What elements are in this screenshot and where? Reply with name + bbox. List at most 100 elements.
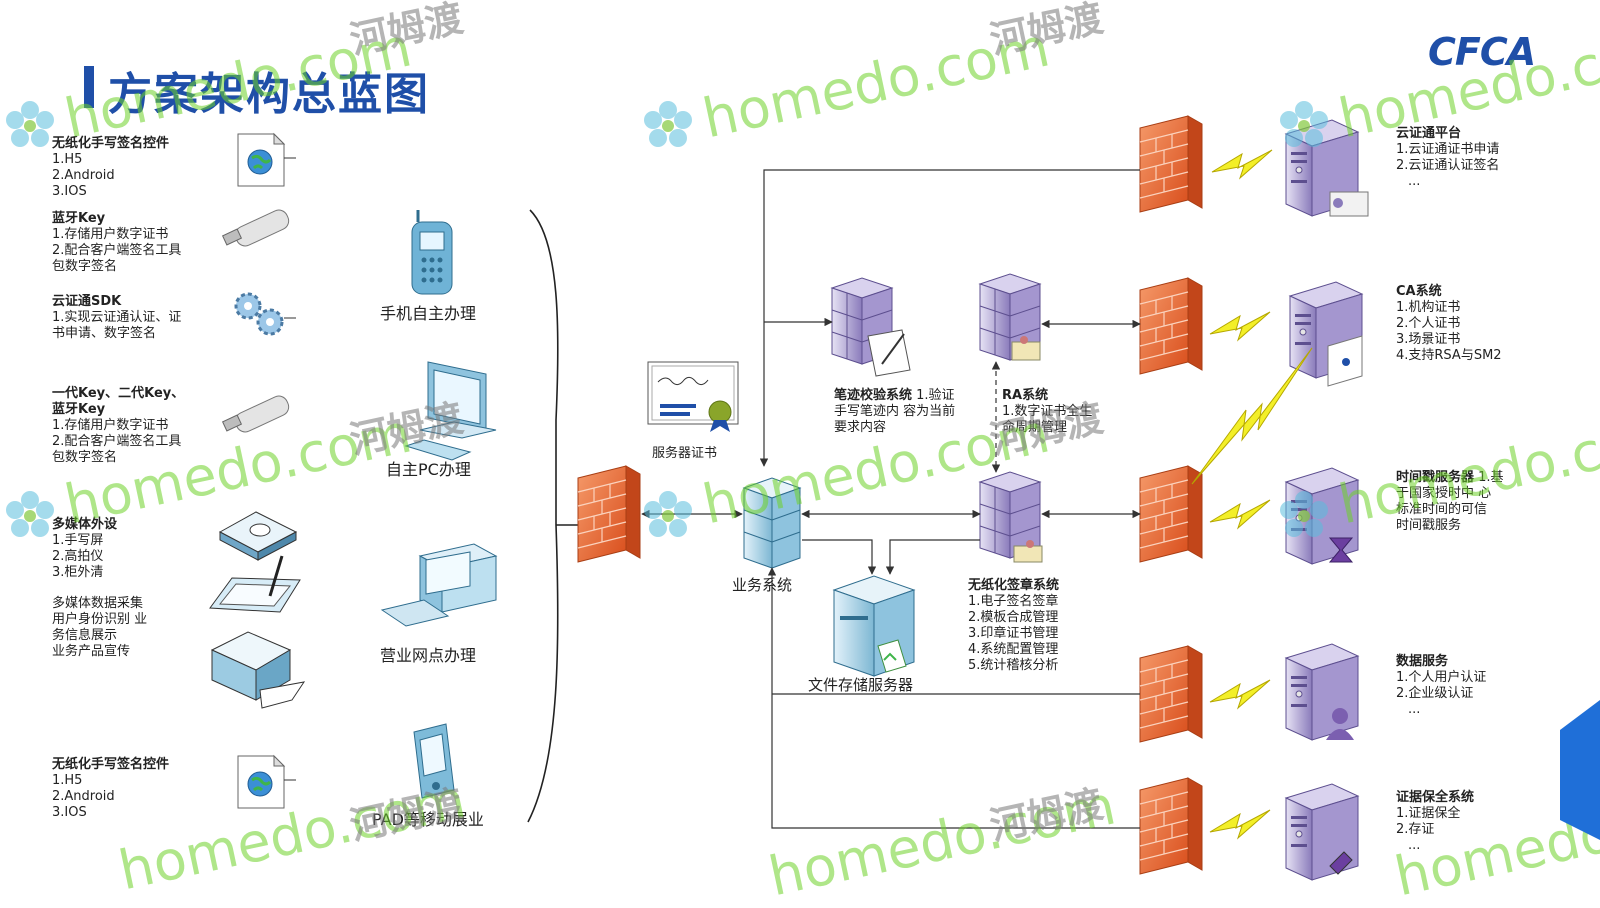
left-item-cloud-sdk: 云证通SDK 1.实现云证通认证、证 书申请、数字签名: [52, 294, 181, 342]
title-accent-bar: [84, 66, 94, 108]
left-item-line: 2.高拍仪: [52, 549, 104, 564]
evidence-preservation-server-icon: [1285, 783, 1359, 881]
left-item-ukey: 一代Key、二代Key、 蓝牙Key 1.存储用户数字证书 2.配合客户端签名工…: [52, 386, 184, 466]
right-item-cloud-platform: 云证通平台 1.云证通证书申请 2.云证通认证签名 ...: [1396, 126, 1499, 190]
certificate-icon: [647, 361, 739, 432]
paperless-signature-line: 5.统计稽核分析: [968, 658, 1059, 673]
left-item-heading: 一代Key、二代Key、: [52, 386, 185, 401]
tablet-pen-icon: [209, 555, 301, 613]
left-item-heading: 云证通SDK: [52, 294, 122, 309]
channel-mobile: 手机自主办理: [380, 304, 477, 323]
right-item-line: 4.支持RSA与SM2: [1396, 348, 1502, 363]
left-item-line: 1.实现云证通认证、证: [52, 310, 182, 325]
channel-branch: 营业网点办理: [380, 646, 477, 665]
channel-pad: PAD等移动展业: [372, 810, 484, 829]
left-item-line: 1.H5: [52, 773, 83, 788]
right-item-line: 于国家授时中 心: [1396, 486, 1492, 501]
paperless-signature-line: 2.模板合成管理: [968, 610, 1059, 625]
paperless-signature-line: 1.电子签名签章: [968, 594, 1059, 609]
left-item-line: 2.配合客户端签名工具: [52, 434, 182, 449]
left-item-line: 2.配合客户端签名工具: [52, 243, 182, 258]
document-globe-icon: [236, 132, 286, 188]
right-item-line: 1.个人用户认证: [1396, 670, 1487, 685]
pda-icon: [413, 723, 455, 799]
left-item-line: 1.存储用户数字证书: [52, 227, 169, 242]
right-item-evidence-preservation: 证据保全系统 1.证据保全 2.存证 ...: [1396, 790, 1474, 854]
left-item-line: 用户身份识别 业: [52, 612, 148, 627]
channel-bracket: [527, 209, 559, 823]
ra-system-heading: RA系统: [1002, 388, 1049, 403]
page-title: 方案架构总蓝图: [108, 69, 430, 120]
right-item-line: 1.云证通证书申请: [1396, 142, 1500, 157]
left-item-line: 2.Android: [52, 789, 115, 804]
right-item-line: 1.证据保全: [1396, 806, 1461, 821]
lightning-link-icon: [1211, 149, 1273, 179]
right-item-line: ...: [1408, 702, 1421, 717]
right-item-heading: 时间戳服务器: [1396, 470, 1475, 485]
paperless-signature-server-icon: [979, 471, 1043, 563]
server-cert-label: 服务器证书: [652, 446, 718, 461]
right-item-line: 1.机构证书: [1396, 300, 1461, 315]
handwriting-verify-label: 笔迹校验系统 1.验证手写笔迹内 容为当前要求内容: [834, 388, 958, 436]
right-item-line: 2.企业级认证: [1396, 686, 1474, 701]
right-item-heading: 数据服务: [1396, 654, 1449, 669]
workstation-icon: [380, 543, 498, 627]
right-item-line: 标准时间的可信: [1396, 502, 1488, 517]
paperless-signature-line: 4.系统配置管理: [968, 642, 1059, 657]
right-item-heading: CA系统: [1396, 284, 1442, 299]
document-globe-icon: [236, 754, 286, 810]
right-item-ca-system: CA系统 1.机构证书 2.个人证书 3.场景证书 4.支持RSA与SM2: [1396, 284, 1502, 364]
business-system-label: 业务系统: [732, 576, 793, 594]
lightning-link-icon: [1209, 311, 1271, 341]
right-item-timestamp: 时间戳服务器 1.基 于国家授时中 心 标准时间的可信 时间戳服务: [1396, 470, 1504, 534]
lightning-link-icon: [1191, 347, 1313, 485]
lightning-link-icon: [1209, 809, 1271, 839]
left-item-heading: 无纸化手写签名控件: [52, 136, 170, 151]
desktop-pc-icon: [404, 361, 497, 461]
ca-system-server-icon: [1289, 281, 1363, 387]
signature-pad-icon: [218, 511, 298, 561]
left-item-handwriting-control-2: 无纸化手写签名控件 1.H5 2.Android 3.IOS: [52, 757, 169, 821]
right-item-line: 1.基: [1478, 470, 1504, 485]
file-storage-server-icon: [832, 575, 916, 677]
left-item-line: 3.IOS: [52, 805, 87, 820]
paperless-signature-label: 无纸化签章系统 1.电子签名签章 2.模板合成管理 3.印章证书管理 4.系统配…: [968, 578, 1059, 674]
left-item-line: 包数字签名: [52, 259, 118, 274]
left-item-line: 包数字签名: [52, 450, 118, 465]
ra-system-line: 命周期管理: [1002, 420, 1068, 435]
right-item-line: ...: [1408, 838, 1421, 853]
ra-server-icon: [979, 273, 1041, 361]
left-item-line: 务信息展示: [52, 628, 118, 643]
firewall-icon: [1139, 777, 1203, 875]
right-item-heading: 云证通平台: [1396, 126, 1462, 141]
data-service-server-icon: [1285, 643, 1359, 741]
mobile-phone-icon: [411, 210, 453, 295]
left-item-line: 书申请、数字签名: [52, 326, 157, 341]
firewall-icon: [1139, 645, 1203, 743]
left-item-line: 1.H5: [52, 152, 83, 167]
left-item-handwriting-control-1: 无纸化手写签名控件 1.H5 2.Android 3.IOS: [52, 136, 169, 200]
usb-key-icon: [222, 206, 293, 250]
left-item-heading: 多媒体外设: [52, 517, 118, 532]
left-item-heading: 蓝牙Key: [52, 211, 106, 226]
channel-pc: 自主PC办理: [386, 460, 471, 479]
left-item-line: 3.IOS: [52, 184, 87, 199]
business-system-server-icon: [742, 477, 802, 569]
firewall-icon: [1139, 465, 1203, 563]
file-server-label: 文件存储服务器: [808, 676, 914, 694]
paperless-signature-heading: 无纸化签章系统: [968, 578, 1060, 593]
paperless-signature-line: 3.印章证书管理: [968, 626, 1059, 641]
cfca-logo: CFCA: [1428, 30, 1536, 74]
right-item-heading: 证据保全系统: [1396, 790, 1475, 805]
timestamp-server-icon: [1285, 467, 1359, 565]
handwriting-verify-desc: 1.验证手写笔迹内 容为当前要求内容: [834, 388, 956, 435]
connection-lines: [641, 169, 1141, 829]
left-item-line: 1.存储用户数字证书: [52, 418, 169, 433]
left-item-line: 2.Android: [52, 168, 115, 183]
scanner-icon: [210, 631, 306, 709]
ra-system-line: 1.数字证书全生: [1002, 404, 1093, 419]
right-item-line: 2.个人证书: [1396, 316, 1461, 331]
ra-system-label: RA系统 1.数字证书全生 命周期管理: [1002, 388, 1092, 436]
firewall-icon: [577, 465, 641, 563]
